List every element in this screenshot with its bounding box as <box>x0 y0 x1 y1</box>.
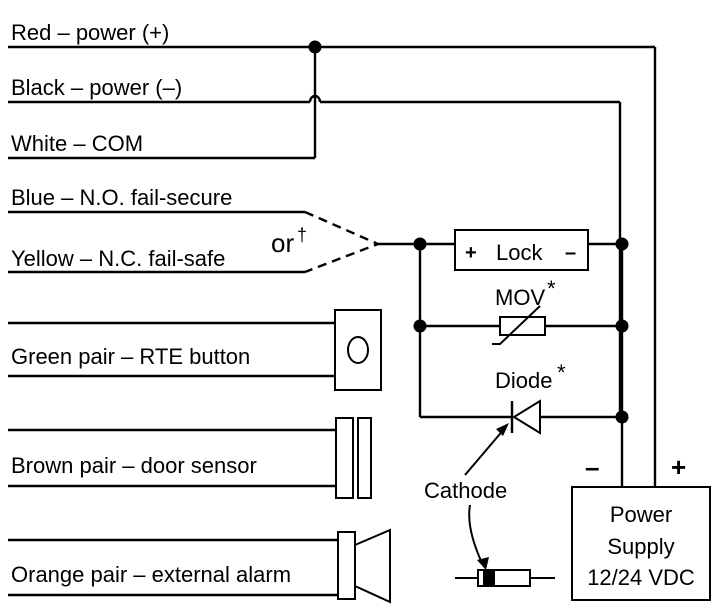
blue-wire-label: Blue – N.O. fail-secure <box>11 185 232 210</box>
diode-label: Diode <box>495 368 552 393</box>
mov-varistor-slash <box>492 305 541 345</box>
orange-pair-label: Orange pair – external alarm <box>11 562 291 587</box>
lock-box <box>454 229 589 271</box>
alarm-speaker-cone-icon <box>354 528 391 604</box>
cathode-label: Cathode <box>424 478 507 503</box>
yellow-wire-label: Yellow – N.C. fail-safe <box>11 246 225 271</box>
white-wire-label: White – COM <box>11 131 143 156</box>
psu-line-1: Power <box>610 502 672 527</box>
rte-button-circle <box>347 336 369 364</box>
arrowhead-lower <box>477 557 489 570</box>
alarm-speaker-body-icon <box>337 531 356 600</box>
dagger-mark: † <box>297 225 307 245</box>
junction-dot <box>615 237 629 251</box>
mov-symbol <box>499 316 546 336</box>
black-wire-label: Black – power (–) <box>11 75 182 100</box>
junction-dot <box>615 410 629 424</box>
brown-pair-label: Brown pair – door sensor <box>11 453 257 478</box>
door-sensor-switch-icon <box>335 417 354 499</box>
junction-dot <box>615 319 629 333</box>
mov-label: MOV <box>495 285 545 310</box>
psu-line-3: 12/24 VDC <box>587 565 695 590</box>
diode-asterisk: * <box>557 360 566 385</box>
psu-line-2: Supply <box>607 534 674 559</box>
red-wire-label: Red – power (+) <box>11 20 169 45</box>
junction-dot <box>308 40 322 54</box>
diode-symbol <box>512 399 541 435</box>
lock-label: Lock <box>496 240 543 265</box>
cathode-arrow-lower <box>468 504 483 564</box>
junction-dot <box>413 237 427 251</box>
power-supply-box <box>571 486 711 601</box>
diode-component-icon <box>455 569 555 587</box>
door-sensor-magnet-icon <box>357 417 372 499</box>
psu-minus-sign: – <box>585 452 599 482</box>
cathode-arrow-upper <box>464 427 506 476</box>
junction-dot <box>413 319 427 333</box>
mov-asterisk: * <box>547 276 556 301</box>
lock-minus: – <box>565 242 576 264</box>
dashed-selection <box>304 210 382 274</box>
psu-plus-sign: + <box>671 452 686 482</box>
arrowhead-upper <box>496 423 509 436</box>
green-pair-label: Green pair – RTE button <box>11 344 250 369</box>
or-note: or <box>271 228 294 258</box>
lock-plus: + <box>465 242 477 264</box>
